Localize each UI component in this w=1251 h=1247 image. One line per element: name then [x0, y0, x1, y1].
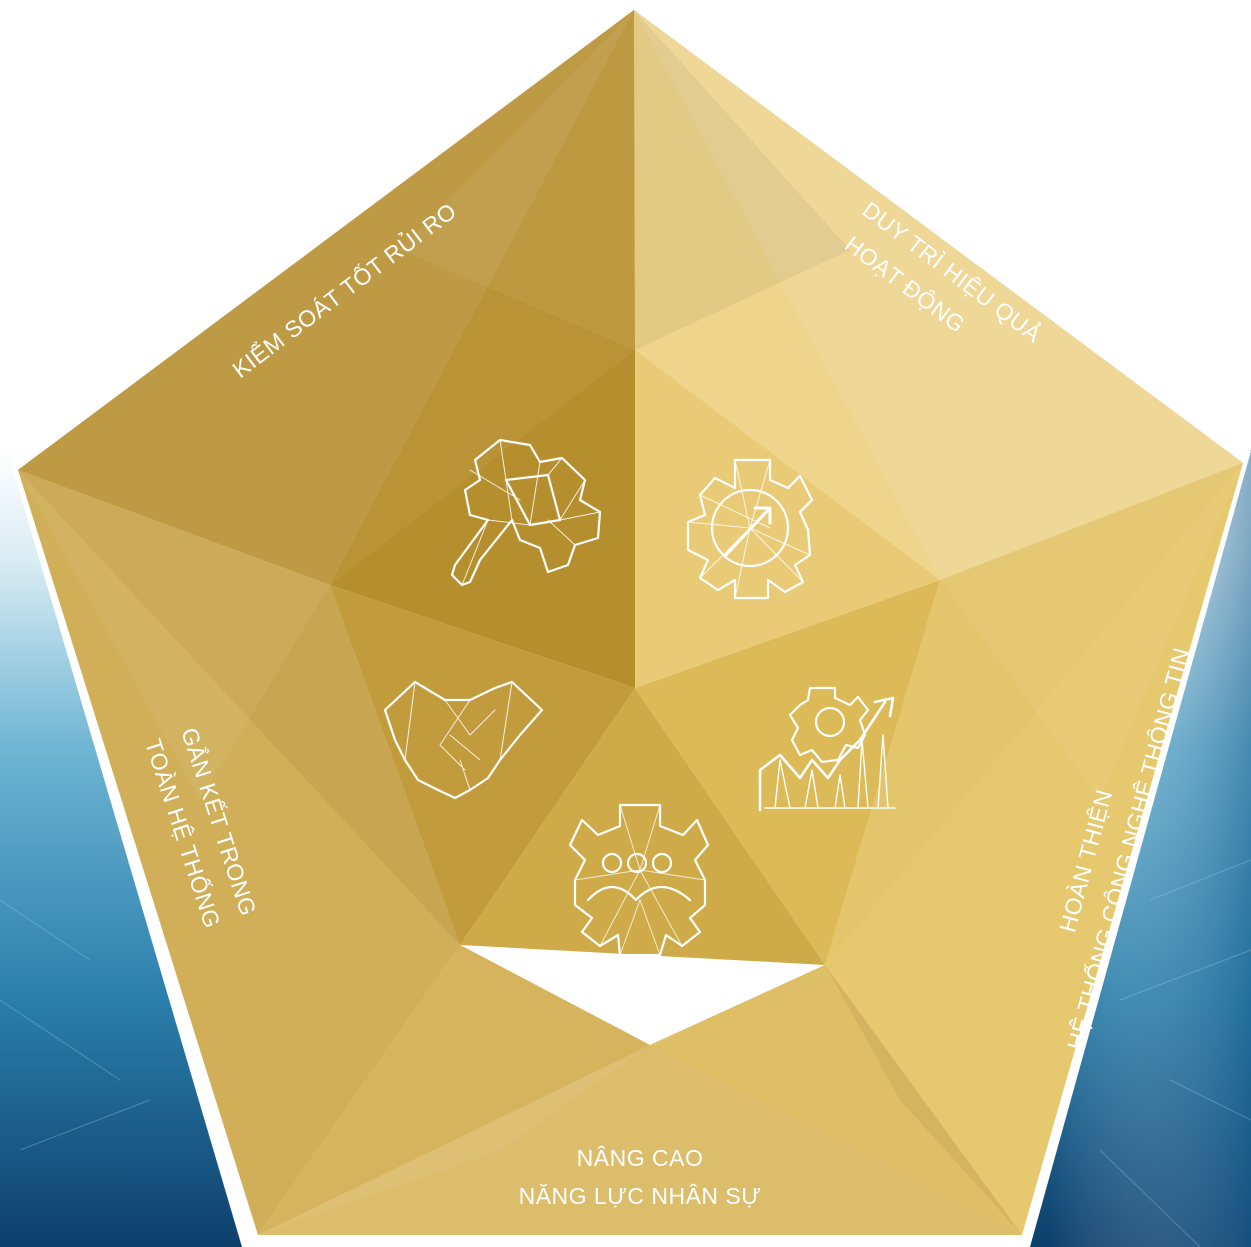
pentagon-facets	[18, 10, 1243, 1235]
handshake-icon	[383, 680, 544, 800]
wrench-gear-icon	[450, 438, 602, 587]
label-human-capacity-line2: NĂNG LỰC NHÂN SỰ	[518, 1182, 762, 1209]
label-human-capacity-line1: NÂNG CAO	[576, 1145, 704, 1171]
gear-arrow-icon	[686, 458, 814, 600]
team-gear-icon	[568, 803, 710, 957]
label-human-capacity: NÂNG CAO NĂNG LỰC NHÂN SỰ	[480, 1140, 800, 1216]
gear-growth-chart-icon	[758, 686, 896, 812]
